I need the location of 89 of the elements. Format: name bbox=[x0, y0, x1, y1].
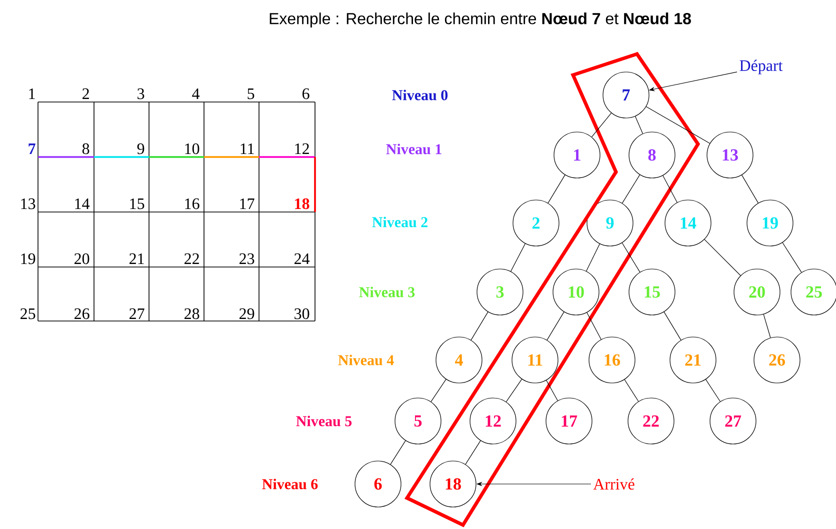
level-label: Niveau 1 bbox=[386, 144, 442, 154]
tree-node: 17 bbox=[546, 398, 592, 444]
level-label: Niveau 6 bbox=[262, 478, 318, 490]
cell-number: 23 bbox=[240, 253, 254, 264]
cell-number: 15 bbox=[130, 198, 144, 210]
cell-number: 18 bbox=[295, 198, 310, 210]
cell-number: 12 bbox=[295, 143, 309, 154]
tree-edge bbox=[624, 379, 639, 402]
tree-edge bbox=[622, 174, 640, 204]
tree-node: 16 bbox=[588, 336, 636, 384]
cell-number: 22 bbox=[184, 253, 199, 264]
tree-node: 19 bbox=[746, 200, 794, 246]
tree-edge bbox=[763, 314, 771, 338]
level-label: Niveau 4 bbox=[338, 354, 394, 366]
cell-number: 27 bbox=[130, 308, 144, 319]
tree-node: 14 bbox=[664, 200, 712, 246]
cell-number: 9 bbox=[137, 143, 144, 154]
tree-edge bbox=[506, 378, 522, 402]
tree-edge bbox=[465, 440, 481, 465]
tree-node: 5 bbox=[394, 398, 442, 444]
tree-edge bbox=[634, 116, 644, 134]
tree-node: 11 bbox=[512, 336, 558, 384]
cell-number: 17 bbox=[240, 198, 254, 209]
cell-number: 1 bbox=[29, 88, 35, 99]
tree-node: 2 bbox=[512, 200, 560, 246]
cell-number: 20 bbox=[74, 253, 90, 264]
tree-node: 3 bbox=[476, 268, 524, 316]
tree-edge bbox=[742, 174, 758, 204]
tree-edge bbox=[430, 379, 446, 402]
level-label: Niveau 3 bbox=[359, 286, 415, 298]
tree-node: 10 bbox=[552, 268, 600, 316]
tree-edge bbox=[390, 440, 406, 465]
cell-number: 19 bbox=[21, 253, 36, 264]
tree-node: 8 bbox=[628, 132, 676, 178]
tree-node: 4 bbox=[436, 336, 482, 384]
tree-node: 9 bbox=[586, 200, 634, 246]
cell-number: 2 bbox=[82, 88, 89, 99]
tree-edge bbox=[548, 174, 566, 204]
annotation: Arrivé bbox=[593, 478, 634, 490]
cell-number: 4 bbox=[192, 88, 200, 99]
cell-number: 5 bbox=[248, 88, 254, 100]
cell-number: 3 bbox=[138, 88, 144, 100]
level-label: Niveau 5 bbox=[296, 416, 352, 426]
tree-edge bbox=[510, 243, 526, 272]
tree-edge bbox=[470, 312, 488, 340]
tree-node: 25 bbox=[790, 268, 836, 316]
tree-edge bbox=[705, 379, 721, 402]
cell-number: 14 bbox=[75, 198, 90, 209]
cell-number: 29 bbox=[240, 308, 254, 320]
tree-node: 27 bbox=[710, 398, 756, 444]
cell-number: 21 bbox=[130, 253, 144, 264]
tree-edge bbox=[646, 106, 710, 144]
tree-edge bbox=[622, 242, 640, 272]
cell-number: 10 bbox=[185, 143, 200, 154]
tree-node: 1 bbox=[554, 132, 600, 178]
tree-edge bbox=[586, 244, 600, 272]
tree-node: 22 bbox=[628, 398, 674, 444]
cell-number: 25 bbox=[20, 308, 36, 320]
level-label: Niveau 2 bbox=[372, 216, 428, 228]
tree-edge bbox=[546, 380, 558, 401]
tree-node: 15 bbox=[628, 268, 676, 316]
tree-edge bbox=[664, 312, 682, 340]
cell-number: 30 bbox=[294, 308, 310, 320]
cell-number: 28 bbox=[184, 308, 200, 320]
cell-number: 13 bbox=[21, 198, 36, 210]
tree-node: 20 bbox=[734, 268, 780, 316]
tree-edge bbox=[782, 242, 802, 273]
cell-number: 7 bbox=[28, 144, 36, 154]
tree-edge bbox=[586, 312, 602, 340]
tree-node: 7 bbox=[602, 72, 650, 118]
tree-node: 18 bbox=[430, 460, 476, 508]
tree-node: 6 bbox=[354, 460, 402, 508]
cell-number: 6 bbox=[302, 88, 310, 100]
tree-node: 13 bbox=[706, 132, 754, 178]
level-label: Niveau 0 bbox=[392, 90, 448, 100]
annotation: Départ bbox=[740, 60, 783, 74]
cell-number: 26 bbox=[74, 308, 90, 320]
tree-edge bbox=[662, 175, 678, 203]
tree-edge bbox=[704, 239, 741, 276]
tree-node: 26 bbox=[754, 336, 800, 384]
tree-edge bbox=[591, 112, 612, 138]
cell-number: 16 bbox=[185, 198, 200, 210]
tree-edge bbox=[546, 312, 564, 340]
tree-node: 21 bbox=[670, 336, 716, 384]
title: Exemple : Recherche le chemin entre Nœud 7 et Nœud 18 bbox=[270, 12, 691, 28]
cell-number: 24 bbox=[294, 253, 310, 264]
tree-node: 12 bbox=[470, 398, 516, 444]
cell-number: 8 bbox=[82, 143, 90, 154]
cell-number: 11 bbox=[240, 143, 254, 154]
